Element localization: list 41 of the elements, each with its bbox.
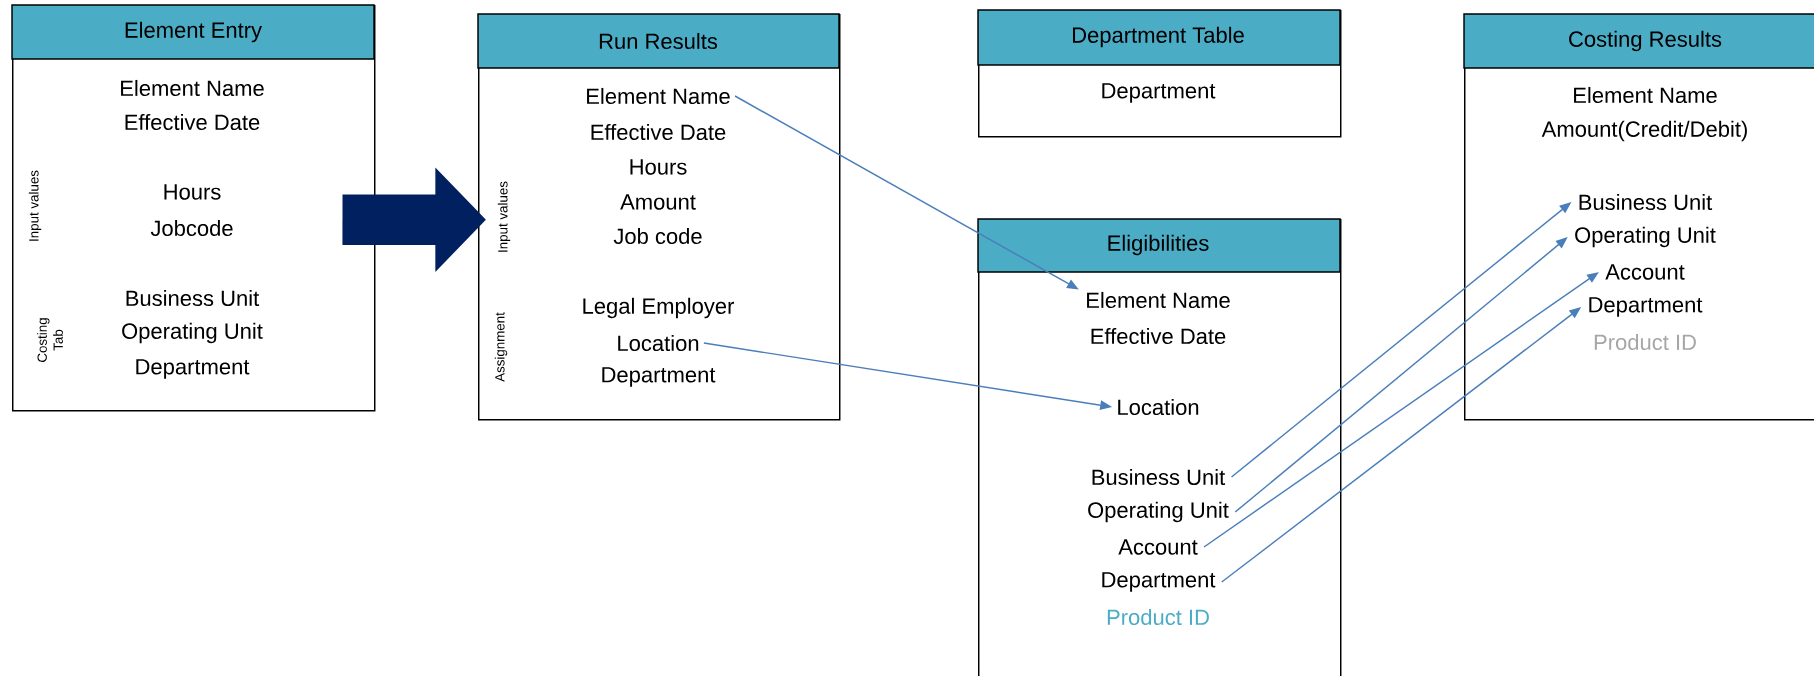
field-name: Element Name [1574, 86, 1717, 104]
side-label: Input values [28, 170, 42, 241]
header-band: Element Entry [11, 4, 375, 60]
field-name: Operating Unit [1575, 226, 1716, 248]
header-band: Run Results [477, 13, 840, 69]
field-name: Department [1102, 83, 1216, 103]
field-name: Element Name [1087, 291, 1230, 309]
field-name: Account [1118, 539, 1198, 555]
field-name: Department [602, 367, 716, 387]
field-name: Department [1102, 572, 1216, 592]
field-name: Jobcode [150, 219, 233, 237]
field-name: Business Unit [1092, 468, 1226, 486]
field-name: Department [136, 359, 250, 379]
side-label: Costing Tab [37, 318, 63, 362]
field-name: Effective Date [1091, 327, 1226, 345]
field-name: Hours [630, 159, 687, 175]
field-name: Operating Unit [122, 322, 263, 344]
field-name: Business Unit [1579, 193, 1713, 211]
field-name: Legal Employer [583, 297, 735, 319]
field-name: Effective Date [125, 113, 260, 131]
field-name: Job code [613, 227, 702, 245]
side-label: Assignment [494, 312, 508, 382]
arrow [1203, 272, 1599, 548]
header-band: Costing Results [1463, 13, 1814, 69]
field-name: Operating Unit [1088, 501, 1229, 523]
field-name: Product ID [1107, 608, 1209, 626]
field-name: Location [618, 334, 699, 352]
field-name: Product ID [1594, 333, 1696, 351]
field-name: Effective Date [591, 123, 726, 141]
side-label: Input values [497, 181, 511, 252]
field-name: Account [1605, 264, 1685, 280]
field-name: Amount [620, 194, 696, 210]
field-name: Hours [164, 184, 221, 200]
field-name: Element Name [121, 79, 264, 97]
field-name: Business Unit [126, 289, 260, 307]
field-name: Department [1589, 297, 1703, 317]
field-name: Amount(Credit/Debit) [1541, 120, 1747, 142]
header-band: Eligibilities [977, 218, 1341, 273]
field-name: Location [1118, 398, 1199, 416]
header-band: Department Table [977, 9, 1341, 66]
field-name: Element Name [587, 87, 730, 105]
